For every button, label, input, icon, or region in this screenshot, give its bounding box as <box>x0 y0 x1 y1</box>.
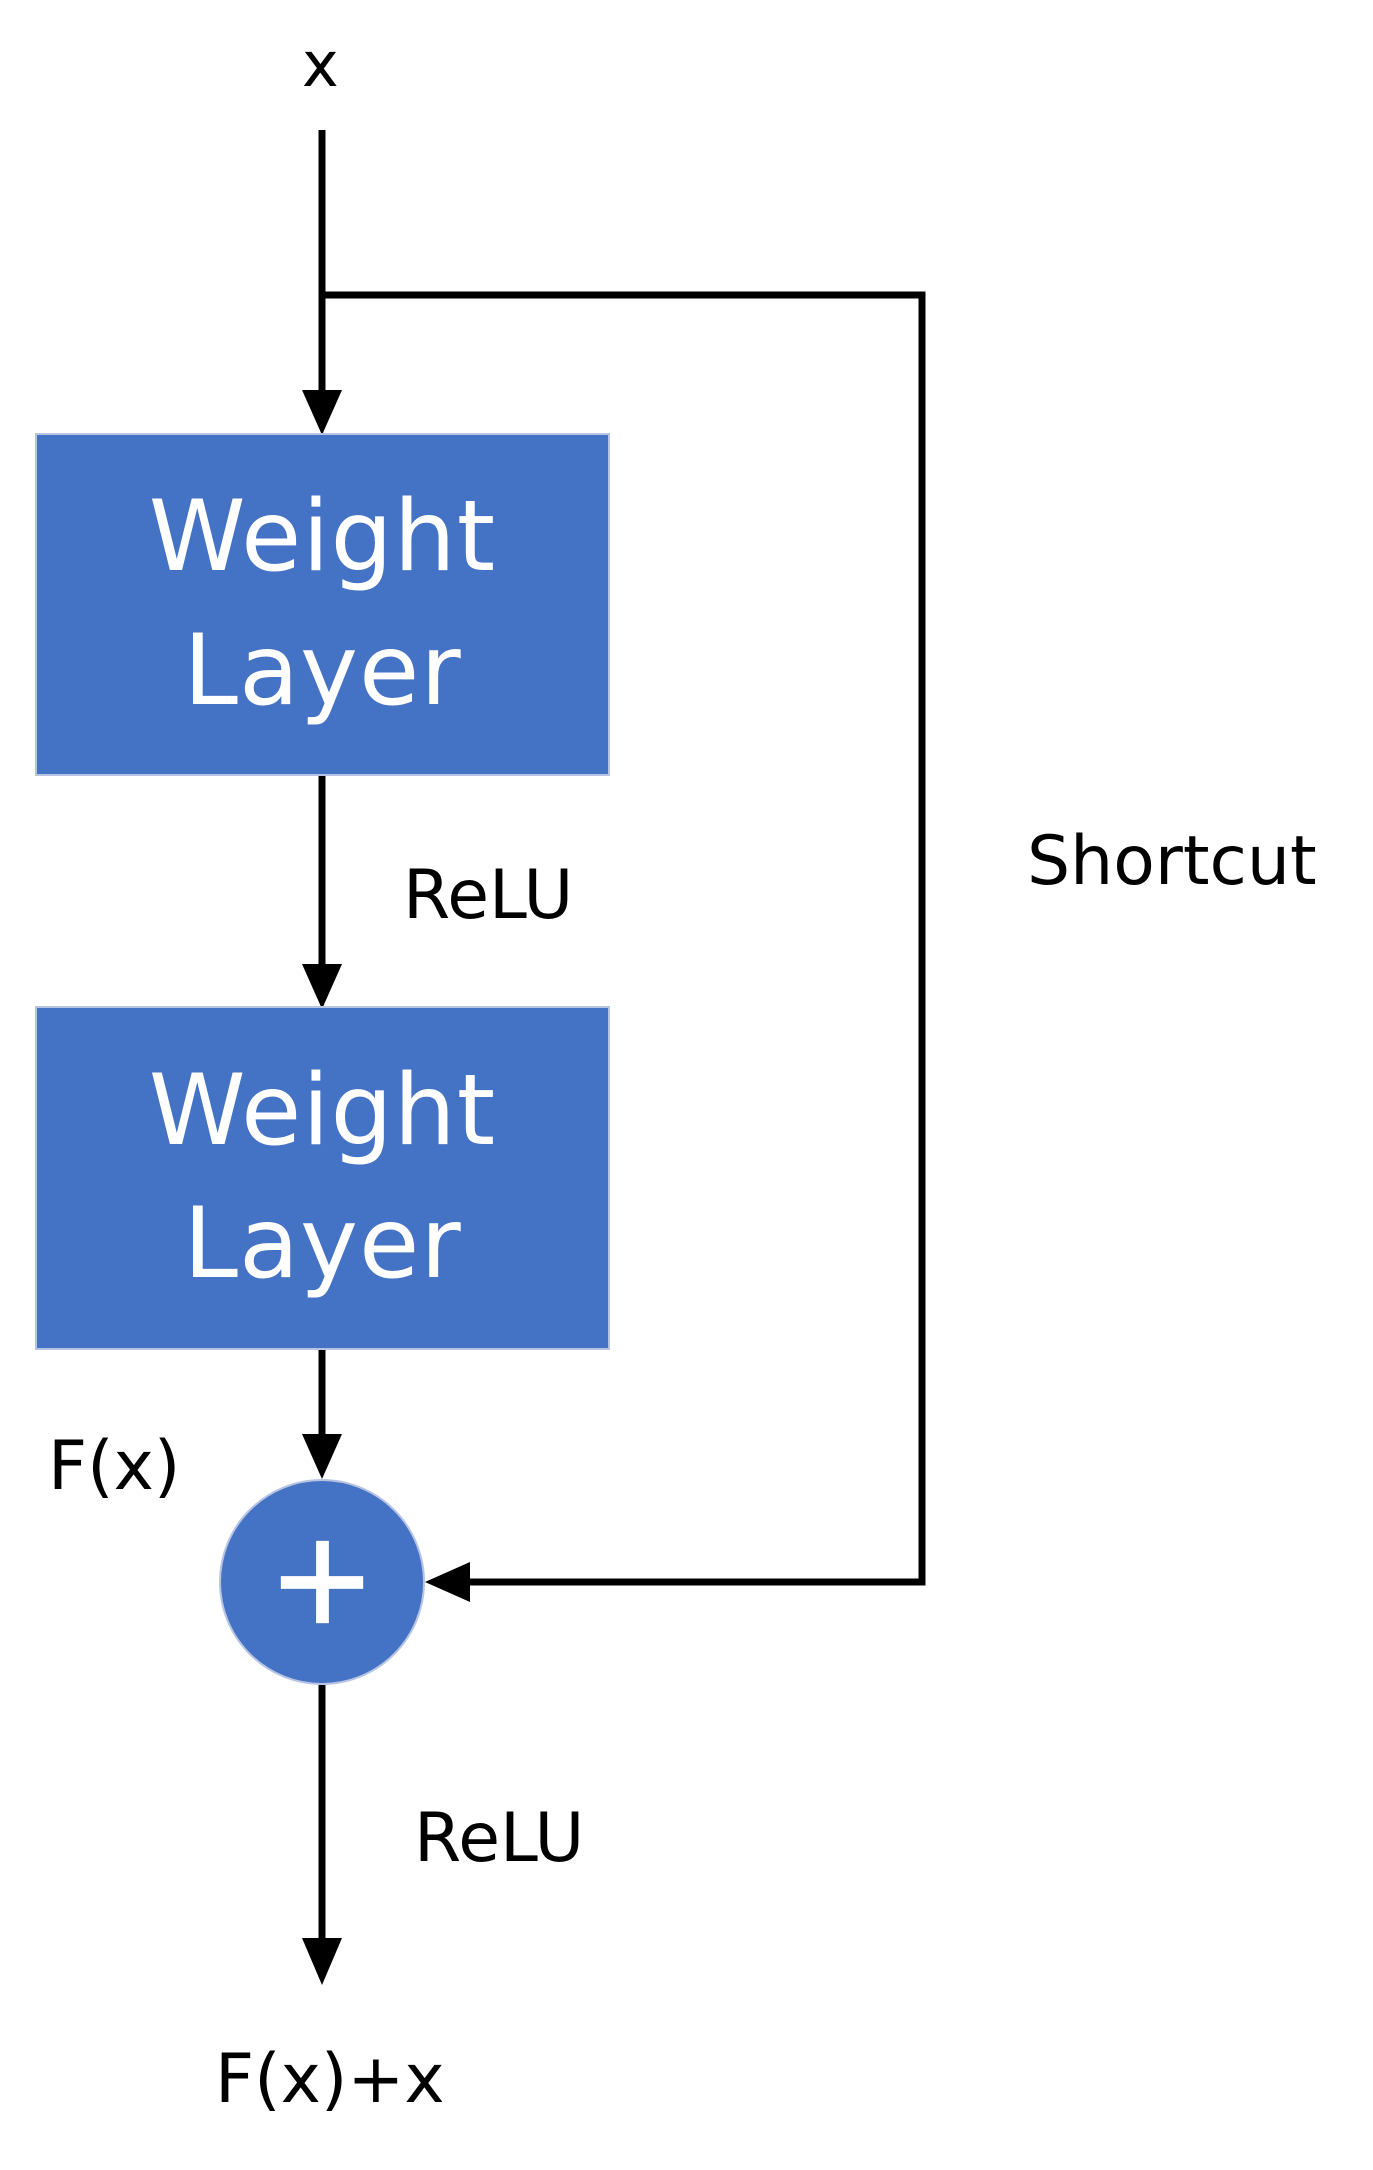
weight-layer-2-line2: Layer <box>183 1187 462 1301</box>
arrow-head-block1 <box>302 390 342 435</box>
weight-layer-block-1: Weight Layer <box>35 433 610 776</box>
weight-layer-1-line1: Weight <box>148 480 497 595</box>
input-label: x <box>302 28 339 101</box>
shortcut-label: Shortcut <box>1027 822 1317 901</box>
relu-label-1: ReLU <box>403 856 574 935</box>
arrow-head-adder-top <box>302 1434 342 1479</box>
arrow-head-block2 <box>302 964 342 1009</box>
plus-icon <box>280 1540 364 1624</box>
shortcut-path <box>322 291 926 1586</box>
weight-layer-block-2: Weight Layer <box>35 1006 610 1350</box>
addition-node <box>219 1479 425 1685</box>
arrow-head-output <box>302 1938 342 1985</box>
weight-layer-2-line1: Weight <box>148 1053 497 1168</box>
weight-layer-1-line2: Layer <box>183 613 462 728</box>
residual-function-label: F(x) <box>48 1427 181 1506</box>
output-label: F(x)+x <box>215 2040 445 2119</box>
arrow-head-shortcut <box>425 1562 470 1602</box>
relu-label-2: ReLU <box>414 1799 585 1878</box>
